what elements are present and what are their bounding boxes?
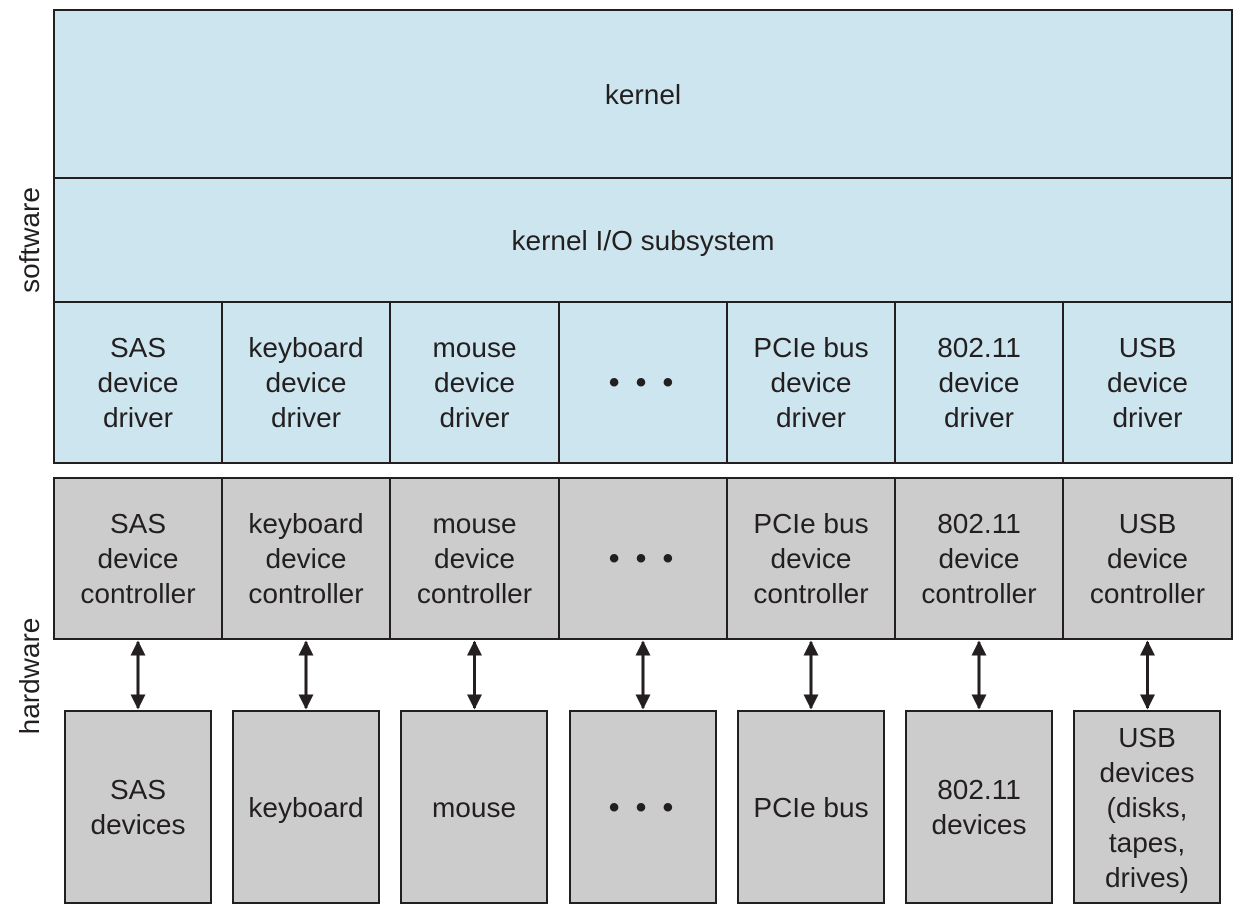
controller-box-pcie-bus: PCIe bus device controller (727, 478, 895, 639)
driver-divider (558, 302, 560, 463)
controller-label: USB device controller (1089, 508, 1206, 609)
driver-label: SAS device driver (97, 332, 179, 433)
driver-label: 802.11 device driver (937, 332, 1021, 433)
driver-divider (894, 302, 896, 463)
device-label: 802.11 devices (931, 774, 1027, 840)
controller-box-802-11: 802.11 device controller (895, 478, 1063, 639)
driver-box-ellipsis: • • • (559, 302, 727, 463)
driver-label: USB device driver (1107, 332, 1188, 433)
controller-box-mouse: mouse device controller (390, 478, 559, 639)
controller-label: mouse device controller (416, 508, 533, 609)
controller-divider (726, 478, 728, 639)
driver-label: PCIe bus device driver (753, 332, 869, 433)
controller-box-sas: SAS device controller (54, 478, 222, 639)
controller-divider (894, 478, 896, 639)
device-label: USB devices (disks, tapes, drives) (1099, 721, 1195, 893)
driver-divider (221, 302, 223, 463)
controller-box-ellipsis: • • • (559, 478, 727, 639)
controller-label: 802.11 device controller (921, 508, 1037, 609)
controller-divider (389, 478, 391, 639)
driver-box-sas: SAS device driver (54, 302, 222, 463)
driver-box-802-11: 802.11 device driver (895, 302, 1063, 463)
ellipsis-label: • • • (608, 366, 678, 399)
divider-io-drivers (54, 301, 1232, 303)
device-box-sas: SAS devices (64, 710, 212, 904)
device-label: SAS devices (90, 774, 186, 840)
controller-divider (221, 478, 223, 639)
ellipsis-label: • • • (608, 790, 678, 824)
controller-label: SAS device controller (80, 508, 196, 609)
divider-kernel-io (54, 177, 1232, 179)
driver-box-keyboard: keyboard device driver (222, 302, 390, 463)
driver-box-pcie-bus: PCIe bus device driver (727, 302, 895, 463)
controller-box-usb: USB device controller (1063, 478, 1232, 639)
ellipsis-label: • • • (608, 542, 678, 575)
controller-divider (558, 478, 560, 639)
kernel-io-subsystem-box: kernel I/O subsystem (54, 178, 1232, 302)
device-box-usb: USB devices (disks, tapes, drives) (1073, 710, 1221, 904)
controller-divider (1062, 478, 1064, 639)
driver-label: mouse device driver (432, 332, 517, 433)
device-box-keyboard: keyboard (232, 710, 380, 904)
device-box-pcie-bus: PCIe bus (737, 710, 885, 904)
controller-label: keyboard device controller (248, 508, 364, 609)
driver-box-mouse: mouse device driver (390, 302, 559, 463)
device-box-ellipsis: • • • (569, 710, 717, 904)
driver-label: keyboard device driver (248, 332, 364, 433)
software-frame (53, 9, 1233, 464)
kernel-label: kernel (604, 78, 682, 110)
driver-divider (389, 302, 391, 463)
device-label: keyboard (248, 791, 364, 823)
controller-label: PCIe bus device controller (753, 508, 869, 609)
driver-divider (1062, 302, 1064, 463)
driver-divider (726, 302, 728, 463)
device-box-802-11: 802.11 devices (905, 710, 1053, 904)
device-label: mouse (431, 791, 517, 823)
controller-box-keyboard: keyboard device controller (222, 478, 390, 639)
kernel-io-subsystem-label: kernel I/O subsystem (511, 224, 775, 256)
device-box-mouse: mouse (400, 710, 548, 904)
device-label: PCIe bus (753, 791, 869, 823)
hardware-frame (53, 477, 1233, 640)
driver-box-usb: USB device driver (1063, 302, 1232, 463)
kernel-box: kernel (54, 10, 1232, 178)
